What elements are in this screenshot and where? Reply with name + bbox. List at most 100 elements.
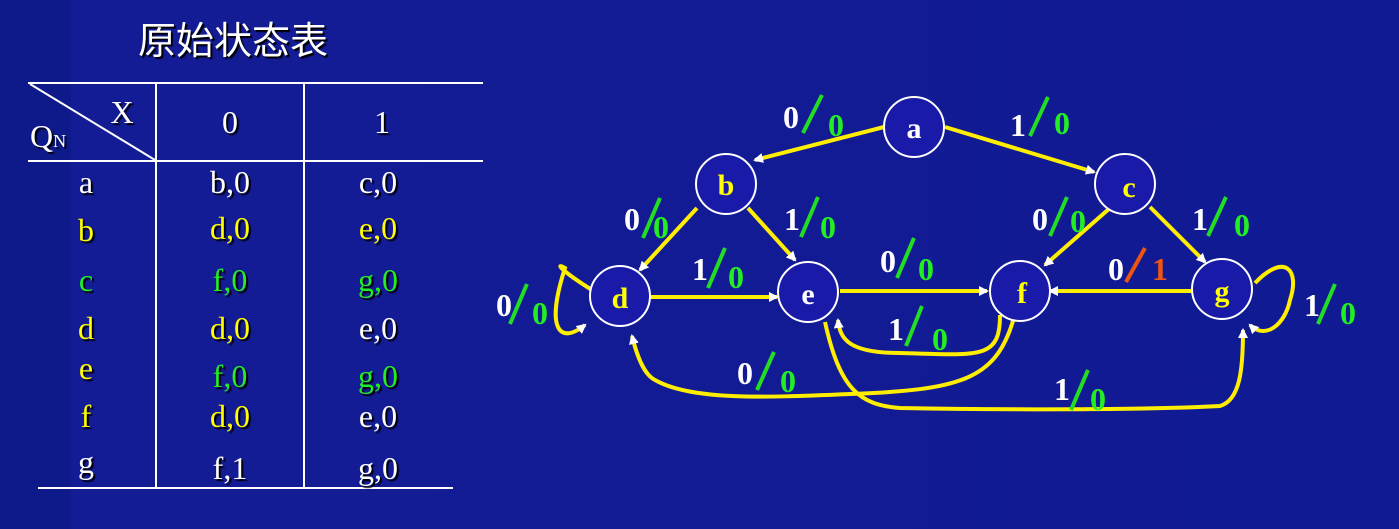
table-title: 原始状态表 — [138, 19, 329, 63]
row-b-next-1: e,0 — [358, 210, 398, 246]
svg-text:d: d — [612, 282, 629, 315]
row-state-g: g — [78, 444, 94, 480]
svg-text:0: 0 — [780, 363, 796, 399]
table-bottom-rule — [38, 487, 453, 489]
label-b-d: 0 0 — [624, 197, 669, 245]
svg-text:e: e — [801, 278, 814, 311]
svg-text:1: 1 — [784, 201, 800, 237]
label-a-c: 1 0 — [1010, 96, 1070, 143]
svg-text:f: f — [1017, 277, 1028, 310]
node-a: a — [883, 96, 945, 158]
svg-text:0: 0 — [728, 259, 744, 295]
svg-text:0: 0 — [653, 209, 669, 245]
header-x-label: X — [110, 94, 134, 130]
svg-text:b: b — [718, 169, 735, 202]
edge-g-g-loop — [1248, 264, 1296, 335]
row-f-next-1: e,0 — [358, 398, 398, 434]
svg-text:1: 1 — [1010, 107, 1026, 143]
svg-text:a: a — [907, 112, 922, 145]
label-c-g: 1 0 — [1192, 196, 1250, 243]
svg-text:c: c — [1122, 171, 1135, 204]
label-d-e: 1 0 — [692, 247, 744, 295]
row-state-a: a — [78, 164, 94, 200]
header-diagonal — [29, 83, 156, 161]
svg-text:0: 0 — [624, 201, 640, 237]
label-d-d: 0 0 — [496, 283, 548, 331]
label-e-f: 0 0 — [880, 237, 934, 287]
node-b: b — [695, 153, 757, 215]
svg-text:g: g — [1215, 275, 1230, 308]
header-col-0: 0 — [222, 104, 238, 140]
svg-text:0: 0 — [1032, 201, 1048, 237]
label-b-e: 1 0 — [784, 196, 836, 245]
row-e-next-0: f,0 — [212, 358, 248, 394]
state-table: X QN 0 1 a b,0 c,0 b d,0 e,0 c f,0 g,0 d… — [0, 0, 500, 529]
svg-text:0: 0 — [1234, 207, 1250, 243]
node-c: c — [1094, 153, 1156, 215]
row-b-next-0: d,0 — [210, 210, 250, 246]
label-e-g: 1 0 — [1054, 369, 1106, 417]
svg-text:0: 0 — [932, 321, 948, 357]
row-a-next-1: c,0 — [358, 164, 398, 200]
row-c-next-0: f,0 — [212, 262, 248, 298]
row-a-next-0: b,0 — [210, 164, 250, 200]
svg-text:0: 0 — [1070, 203, 1086, 239]
table-top-rule — [28, 82, 483, 84]
edge-f-d — [629, 320, 1015, 399]
edge-a-b — [753, 125, 885, 163]
row-state-b: b — [78, 212, 94, 248]
row-c-next-1: g,0 — [358, 262, 398, 298]
svg-text:0: 0 — [1054, 105, 1070, 141]
header-q-label: QN — [30, 118, 67, 154]
label-a-b: 0 0 — [783, 94, 844, 143]
edge-b-e — [746, 206, 797, 262]
node-f: f — [989, 260, 1051, 322]
row-g-next-0: f,1 — [212, 450, 248, 486]
svg-text:0: 0 — [737, 355, 753, 391]
edge-c-f — [1043, 206, 1112, 267]
node-d: d — [589, 265, 651, 327]
svg-text:0: 0 — [1340, 295, 1356, 331]
edge-c-g — [1148, 205, 1207, 264]
svg-text:0: 0 — [1090, 381, 1106, 417]
header-col-1: 1 — [374, 104, 390, 140]
svg-text:0: 0 — [820, 209, 836, 245]
row-state-d: d — [78, 310, 94, 346]
row-e-next-1: g,0 — [358, 358, 398, 394]
row-d-next-1: e,0 — [358, 310, 398, 346]
edge-f-e — [833, 314, 1002, 357]
table-col-divider-1 — [155, 82, 157, 488]
label-c-f: 0 0 — [1032, 196, 1086, 239]
label-f-d: 0 0 — [737, 351, 796, 399]
svg-text:0: 0 — [783, 99, 799, 135]
row-state-f: f — [80, 398, 92, 434]
edge-a-c — [944, 125, 1096, 175]
label-g-f: 0 1 — [1108, 247, 1168, 287]
edge-d-d-loop — [553, 264, 594, 336]
svg-text:0: 0 — [496, 287, 512, 323]
svg-text:0: 0 — [918, 251, 934, 287]
edge-e-g — [823, 321, 1248, 412]
label-f-e: 1 0 — [888, 305, 948, 357]
svg-text:1: 1 — [692, 251, 708, 287]
svg-text:0: 0 — [1108, 251, 1124, 287]
row-d-next-0: d,0 — [210, 310, 250, 346]
svg-text:1: 1 — [1152, 251, 1168, 287]
row-g-next-1: g,0 — [358, 450, 398, 486]
node-e: e — [777, 261, 839, 323]
svg-text:1: 1 — [1304, 287, 1320, 323]
svg-text:0: 0 — [828, 107, 844, 143]
edge-b-d — [638, 206, 699, 272]
table-col-divider-2 — [303, 82, 305, 488]
row-state-c: c — [78, 262, 94, 298]
svg-text:0: 0 — [880, 243, 896, 279]
svg-text:1: 1 — [888, 311, 904, 347]
label-g-g: 1 0 — [1304, 283, 1356, 331]
svg-text:0: 0 — [532, 295, 548, 331]
svg-text:1: 1 — [1192, 201, 1208, 237]
row-state-e: e — [78, 350, 94, 386]
table-header-rule — [28, 160, 483, 162]
node-g: g — [1191, 258, 1253, 320]
row-f-next-0: d,0 — [210, 398, 250, 434]
